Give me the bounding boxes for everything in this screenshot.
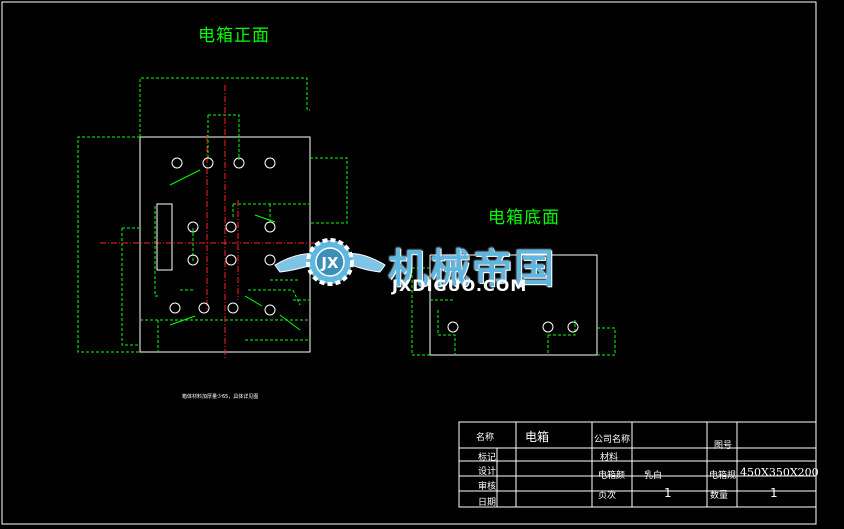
bottom-view [411,254,616,356]
logo-letters: JX [320,254,339,272]
qty-value: 1 [770,486,778,500]
drawing-note: 箱体材料加厚量少65，具体详见图 [182,394,259,400]
front-view-title: 电箱正面 [198,26,270,46]
mark-label: 标记 [478,453,497,463]
color-value: 乳白 [644,471,663,481]
watermark-logo: JX [274,238,386,286]
bottom-view-title: 电箱底面 [488,208,560,228]
front-outline [139,136,311,353]
spec-value: 450X350X200 [740,466,819,479]
front-holes [169,157,276,316]
front-hidden-lines [77,77,348,353]
qty-label: 数量 [710,491,729,501]
front-center-lines [100,85,320,360]
color-label: 电箱颜 [598,471,626,481]
drawing-no-label: 图号 [714,441,733,451]
spec-label: 电箱规 [709,471,737,481]
drawing-border [1,1,817,525]
page-value: 1 [664,486,672,500]
name-label: 名称 [476,433,495,443]
name-value: 电箱 [525,430,550,444]
material-label: 材料 [600,453,619,463]
design-label: 设计 [478,467,497,477]
front-leaders [169,169,301,331]
page-label: 页次 [598,491,617,501]
watermark-chinese: 机械帝国 [388,246,556,292]
front-view [77,77,348,360]
bottom-holes [447,321,579,333]
title-block-grid [458,421,817,508]
watermark-english: JXDIGUO.COM [392,276,528,295]
review-label: 审核 [478,482,497,492]
bottom-hidden-lines [411,267,616,356]
front-slot [156,203,173,271]
date-label: 日期 [478,498,497,508]
company-label: 公司名称 [594,435,631,445]
